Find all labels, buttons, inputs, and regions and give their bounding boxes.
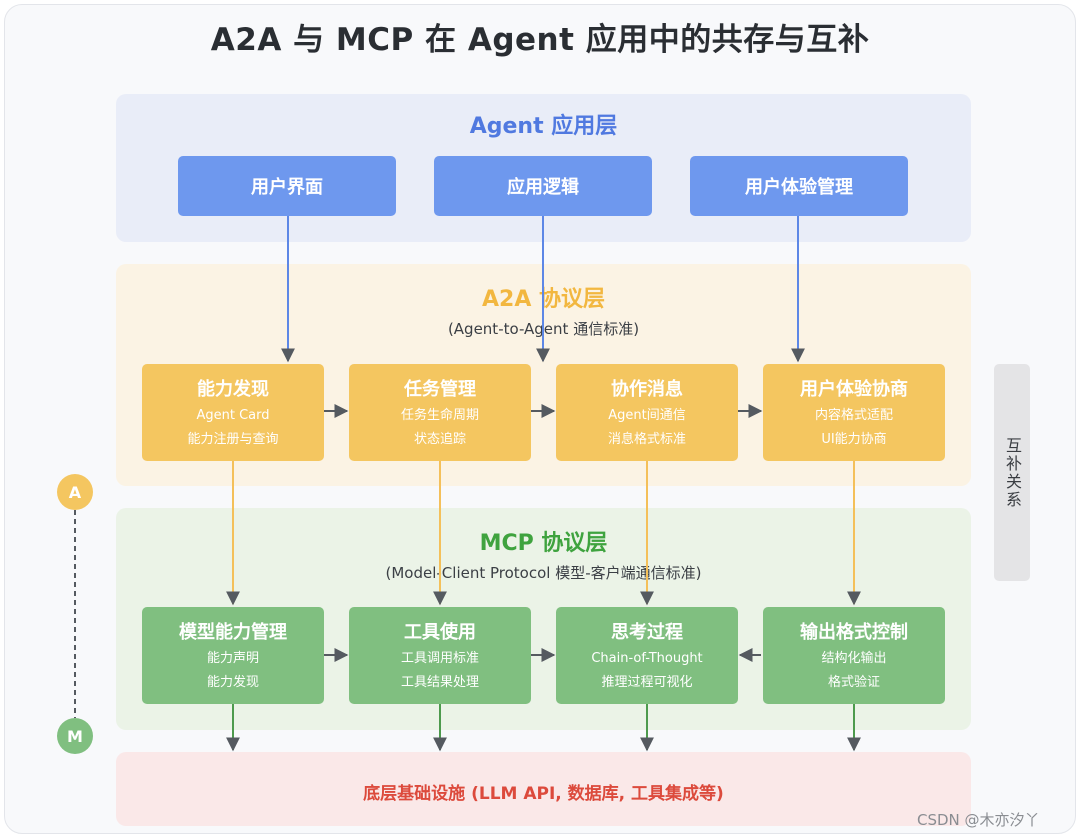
user-interface-box: 用户界面 — [178, 156, 396, 216]
user-experience-management-box: 用户体验管理 — [690, 156, 908, 216]
card-line: 内容格式适配 — [814, 408, 893, 423]
card-title: 输出格式控制 — [800, 622, 908, 643]
card-title: 用户体验协商 — [800, 379, 908, 400]
infrastructure-layer: 底层基础设施 (LLM API, 数据库, 工具集成等) — [116, 752, 971, 826]
card-line: Chain-of-Thought — [591, 651, 703, 666]
mcp-layer-subtitle: (Model-Client Protocol 模型-客户端通信标准) — [385, 564, 702, 582]
card-line: UI能力协商 — [821, 432, 887, 447]
card-line: 工具调用标准 — [400, 651, 479, 666]
infrastructure-label: 底层基础设施 (LLM API, 数据库, 工具集成等) — [363, 784, 724, 804]
card-title: 能力发现 — [197, 379, 269, 400]
card-line: 消息格式标准 — [607, 432, 686, 447]
application-logic-box: 应用逻辑 — [434, 156, 652, 216]
card-line: 能力注册与查询 — [187, 432, 279, 447]
a2a-card-task-management: 任务管理 任务生命周期 状态追踪 — [349, 364, 531, 461]
card-line: 能力声明 — [206, 651, 259, 666]
card-title: 工具使用 — [404, 622, 476, 643]
complementary-relation-label: 互补关系 — [1003, 436, 1022, 509]
card-title: 任务管理 — [404, 379, 476, 400]
a2a-card-ux-negotiation: 用户体验协商 内容格式适配 UI能力协商 — [763, 364, 945, 461]
card-title: 模型能力管理 — [179, 622, 287, 643]
mcp-card-thinking-process: 思考过程 Chain-of-Thought 推理过程可视化 — [556, 607, 738, 704]
card-title: 协作消息 — [611, 379, 683, 400]
card-line: 状态追踪 — [413, 432, 466, 447]
a2a-card-collaboration-messages: 协作消息 Agent间通信 消息格式标准 — [556, 364, 738, 461]
watermark: CSDN @木亦汐丫 — [917, 811, 1040, 829]
card-line: Agent间通信 — [608, 408, 686, 423]
card-line: 结构化输出 — [821, 651, 887, 666]
a2a-card-capability-discovery: 能力发现 Agent Card 能力注册与查询 — [142, 364, 324, 461]
a2a-marker-circle: A — [57, 474, 93, 510]
mcp-card-output-format-control: 输出格式控制 结构化输出 格式验证 — [763, 607, 945, 704]
agent-layer-title: Agent 应用层 — [469, 114, 618, 139]
card-line: 推理过程可视化 — [601, 675, 693, 690]
card-title: 思考过程 — [611, 622, 683, 643]
mcp-card-tool-use: 工具使用 工具调用标准 工具结果处理 — [349, 607, 531, 704]
card-line: Agent Card — [196, 408, 270, 423]
mcp-card-model-capability-management: 模型能力管理 能力声明 能力发现 — [142, 607, 324, 704]
complementary-relation-panel: 互补关系 — [994, 364, 1030, 581]
mcp-layer-title: MCP 协议层 — [479, 531, 608, 556]
mcp-marker-circle: M — [57, 718, 93, 754]
card-line: 能力发现 — [206, 675, 259, 690]
card-line: 工具结果处理 — [400, 675, 479, 690]
diagram-title: A2A 与 MCP 在 Agent 应用中的共存与互补 — [210, 22, 870, 58]
card-line: 格式验证 — [827, 675, 880, 690]
card-line: 任务生命周期 — [400, 408, 479, 423]
